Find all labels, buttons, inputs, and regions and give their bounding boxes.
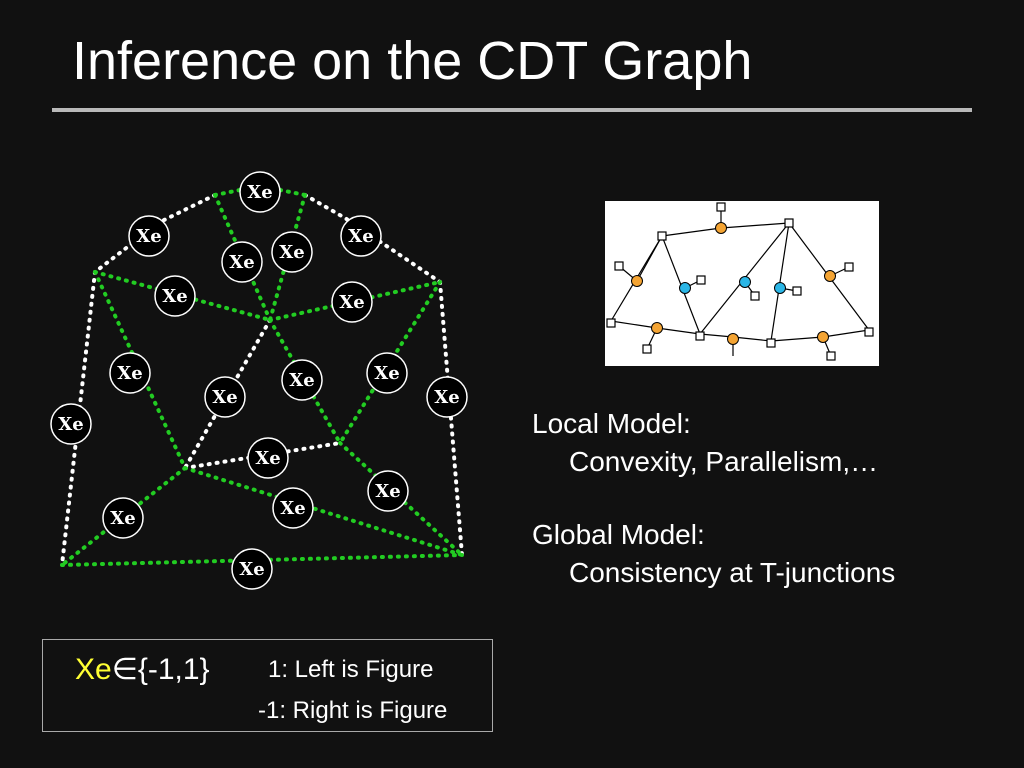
green-edge-11 [183, 466, 464, 557]
legend-variable-name: Xe [75, 653, 112, 686]
edge-variable-node: Xe [231, 548, 273, 590]
edge-variable-node: Xe [102, 497, 144, 539]
edge-variable-node: Xe [204, 376, 246, 418]
node-label: Xe [374, 363, 399, 384]
node-label: Xe [136, 226, 161, 247]
node-label: Xe [339, 292, 364, 313]
edge-variable-node: Xe [281, 359, 323, 401]
edge-variable-node: Xe [154, 275, 196, 317]
edge-variable-node: Xe [272, 487, 314, 529]
edge-variable-node: Xe [221, 241, 263, 283]
local-model-detail: Convexity, Parallelism,… [569, 446, 879, 477]
node-label: Xe [289, 370, 314, 391]
node-label: Xe [212, 387, 237, 408]
legend-variable: Xe∈{-1,1} [75, 652, 210, 687]
local-model-heading: Local Model: [532, 408, 691, 439]
variable-legend-box: Xe∈{-1,1} 1: Left is Figure -1: Right is… [42, 639, 493, 732]
edge-variable-node: Xe [331, 281, 373, 323]
global-model-detail: Consistency at T-junctions [569, 557, 896, 588]
line-drawing-graph-inset [605, 201, 879, 366]
edge-variable-node: Xe [271, 231, 313, 273]
white-edge-2 [303, 193, 442, 284]
green-edge-2 [213, 193, 272, 322]
line-drawing-graph-icon [606, 202, 874, 361]
global-model-heading: Global Model: [532, 519, 705, 550]
edge-variable-node: Xe [366, 352, 408, 394]
edge-variable-node: Xe [109, 352, 151, 394]
node-label: Xe [280, 498, 305, 519]
node-label: Xe [110, 508, 135, 529]
white-edge-4 [183, 318, 272, 470]
node-label: Xe [162, 286, 187, 307]
edge-variable-node: Xe [239, 171, 281, 213]
white-edge-3 [438, 280, 464, 557]
edge-variable-node: Xe [128, 215, 170, 257]
title-divider [52, 108, 972, 112]
legend-left-is-figure: 1: Left is Figure [268, 656, 434, 683]
node-label: Xe [58, 414, 83, 435]
node-label: Xe [434, 387, 459, 408]
node-label: Xe [279, 242, 304, 263]
node-label: Xe [247, 182, 272, 203]
edge-variable-node: Xe [247, 437, 289, 479]
node-label: Xe [229, 252, 254, 273]
slide-title: Inference on the CDT Graph [72, 31, 753, 91]
edge-variable-node: Xe [426, 376, 468, 418]
edge-variable-node: Xe [340, 215, 382, 257]
edge-variable-node: Xe [367, 470, 409, 512]
white-edge-1 [60, 270, 97, 567]
green-edge-1 [278, 188, 307, 197]
edge-variable-node: Xe [50, 403, 92, 445]
node-label: Xe [239, 559, 264, 580]
green-edge-0 [213, 188, 242, 197]
node-label: Xe [255, 448, 280, 469]
model-descriptions: Local Model: Convexity, Parallelism,… Gl… [532, 405, 895, 592]
node-label: Xe [348, 226, 373, 247]
node-label: Xe [117, 363, 142, 384]
legend-right-is-figure: -1: Right is Figure [258, 697, 448, 724]
legend-variable-domain: ∈{-1,1} [111, 653, 210, 686]
node-label: Xe [375, 481, 400, 502]
